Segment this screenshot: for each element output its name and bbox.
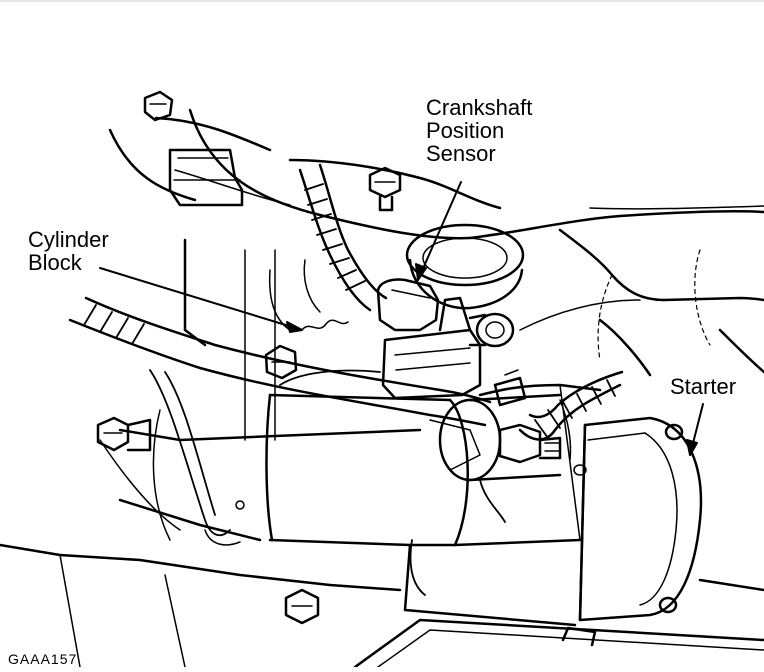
cylinder-block-outline: [108, 108, 764, 441]
engine-mount-pad: [168, 148, 244, 207]
bolt-bottom-left: [284, 588, 320, 625]
label-crankshaft-position-sensor: Crankshaft Position Sensor: [426, 96, 532, 165]
label-crankshaft-line-3: Sensor: [426, 141, 496, 166]
starter-solenoid: [429, 369, 562, 482]
crankshaft-sensor-body: [376, 278, 515, 400]
frame-rail-bottom: [0, 543, 764, 669]
starter-arrowhead: [686, 439, 698, 456]
crankshaft-arrowhead: [415, 263, 427, 281]
figure-code: GAAA157: [8, 651, 78, 667]
cylinder-leader: [99, 267, 303, 331]
label-crankshaft-line-2: Position: [426, 118, 505, 143]
cylinder-arrowhead: [286, 321, 303, 333]
label-crankshaft-line-1: Crankshaft: [426, 95, 533, 120]
signal-wires: [99, 369, 506, 596]
wiring-harness-upper: [298, 163, 388, 312]
cylinder-leader-squiggle: [301, 319, 349, 331]
label-starter: Starter: [670, 374, 737, 399]
crankshaft-leader: [417, 181, 462, 281]
starter-battery-cable: [518, 370, 624, 441]
leader-lines: [99, 181, 704, 456]
sensor-mount-bolt: [368, 166, 402, 212]
label-cylinder-line-1: Cylinder: [28, 227, 109, 252]
bolt-left-mid: [264, 344, 298, 380]
bolt-top-left: [143, 90, 174, 122]
label-cylinder-block: Cylinder Block: [28, 228, 109, 274]
label-cylinder-line-2: Block: [28, 250, 82, 275]
starter-motor: [118, 383, 703, 627]
